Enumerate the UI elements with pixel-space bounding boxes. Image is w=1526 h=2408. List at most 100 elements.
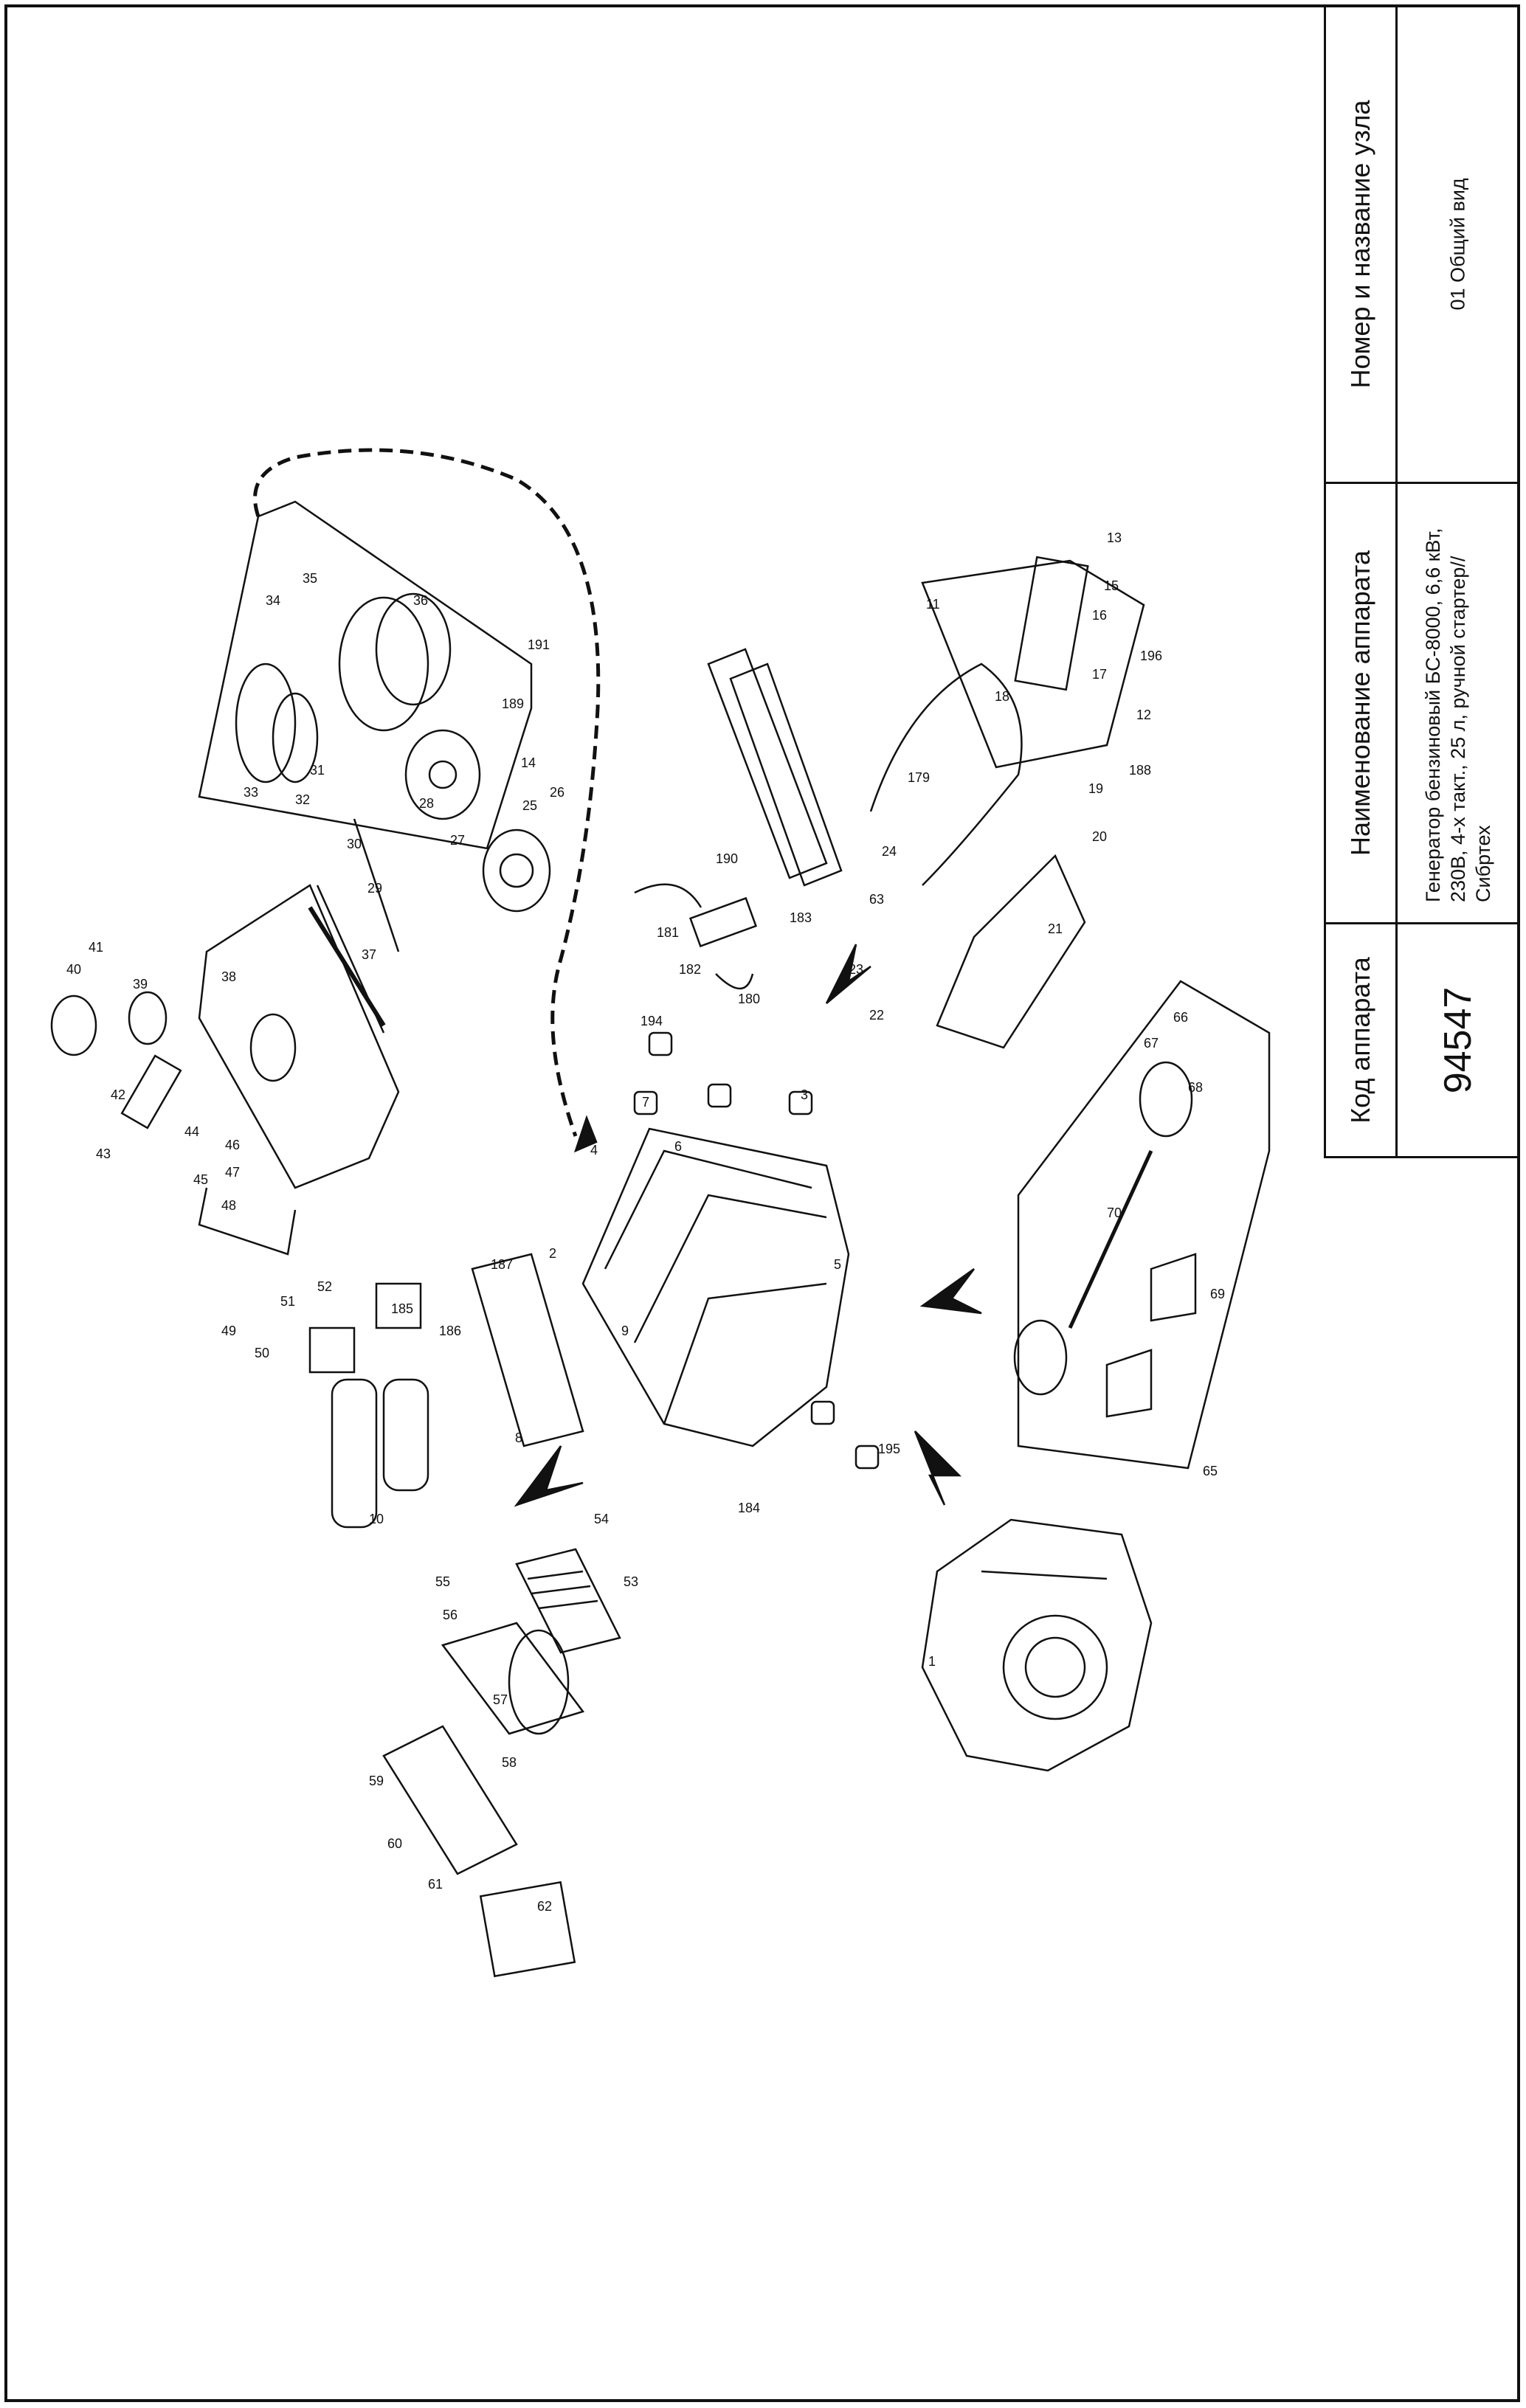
callout: 26 (550, 785, 565, 800)
arrow-from-control-panel (825, 944, 871, 1004)
fuel-cap-part (50, 991, 168, 1056)
wheel-bracket-part (1105, 1253, 1197, 1418)
frame-part (581, 1127, 850, 1447)
callout: 55 (435, 1574, 450, 1589)
callout: 47 (225, 1165, 240, 1180)
callout: 27 (450, 833, 465, 848)
callout: 7 (642, 1095, 649, 1110)
top-cover-part (729, 662, 843, 887)
callout: 18 (995, 689, 1009, 704)
callout: 67 (1144, 1036, 1159, 1051)
callout: 30 (347, 837, 362, 851)
callout: 180 (738, 992, 760, 1006)
callout: 36 (413, 593, 428, 608)
callout: 46 (225, 1138, 240, 1152)
callout: 5 (834, 1257, 841, 1272)
callout: 32 (295, 792, 310, 807)
callout: 2 (549, 1246, 556, 1261)
callout: 24 (882, 844, 897, 859)
callout: 53 (624, 1574, 638, 1589)
callout: 20 (1092, 829, 1107, 844)
callout: 186 (439, 1324, 461, 1338)
callout: 28 (419, 796, 434, 811)
tie-bolt (353, 818, 400, 952)
rear-cover-part (482, 828, 551, 913)
stator-part (338, 592, 452, 732)
callout: 189 (502, 696, 524, 711)
callout: 66 (1173, 1010, 1188, 1025)
header-apparatus-name: Наименование аппарата (1345, 550, 1375, 856)
header-cell-code: Код аппарата (1324, 922, 1398, 1158)
muffler-guard-part (515, 1548, 621, 1654)
fuel-hose-group-outline (198, 1187, 297, 1256)
callout: 3 (801, 1087, 808, 1102)
callout: 22 (869, 1008, 884, 1023)
mount-part (633, 1031, 880, 1470)
callout: 62 (537, 1899, 552, 1914)
callout: 34 (266, 593, 280, 608)
callout: 40 (66, 962, 81, 977)
callout: 59 (369, 1774, 384, 1788)
callout: 14 (521, 755, 536, 770)
callout: 57 (493, 1692, 508, 1707)
cover-plate-part (707, 648, 828, 879)
handle-part (331, 1378, 429, 1529)
value-cell-name: Генератор бензиновый БС-8000, 6,6 кВт, 2… (1395, 482, 1520, 924)
apparatus-code-value: 94547 (1436, 986, 1480, 1094)
callout: 11 (926, 597, 940, 612)
tank-strip (308, 906, 386, 1027)
callout: 69 (1210, 1287, 1225, 1301)
callout: 1 (928, 1654, 936, 1669)
callout-labels: 1 2 3 4 5 6 7 8 9 10 11 12 13 14 15 16 1… (66, 530, 1225, 1914)
callout: 23 (849, 962, 863, 977)
title-block: Номер и название узла Наименование аппар… (1324, 4, 1520, 1158)
callout: 181 (657, 925, 679, 940)
callout: 37 (362, 947, 376, 962)
callout: 70 (1107, 1205, 1122, 1220)
callout: 44 (184, 1124, 199, 1139)
exhaust-cover-part (479, 1881, 576, 1978)
rotor-part (235, 662, 319, 783)
dashed-guide-line (253, 448, 601, 1137)
fuel-line-part (634, 883, 754, 990)
callout: 187 (491, 1257, 513, 1272)
arrow-to-frame-top (573, 1115, 598, 1153)
arrow-to-frame-bottom (914, 1430, 962, 1506)
callout: 35 (303, 571, 317, 586)
callout: 38 (221, 969, 236, 984)
callout: 12 (1136, 707, 1151, 722)
callout: 188 (1129, 763, 1151, 778)
value-cell-unit: 01 Общий вид (1395, 4, 1520, 484)
header-apparatus-code: Код аппарата (1345, 957, 1375, 1124)
callout: 52 (317, 1279, 332, 1294)
callout: 58 (502, 1755, 517, 1770)
callout: 42 (111, 1087, 125, 1102)
muffler-part (441, 1622, 585, 1735)
callout: 50 (255, 1346, 269, 1360)
callout: 191 (528, 637, 550, 652)
callout: 48 (221, 1198, 236, 1213)
callout: 31 (310, 763, 325, 778)
callout: 185 (391, 1301, 413, 1316)
callout: 9 (621, 1324, 629, 1338)
callout: 179 (908, 770, 930, 785)
callout: 68 (1188, 1080, 1203, 1095)
wheel-kit-outline (1017, 980, 1271, 1470)
header-unit-name: Номер и название узла (1345, 100, 1375, 389)
panel-bracket-part (688, 896, 758, 948)
callout: 39 (133, 977, 148, 992)
arrow-to-frame-left (514, 1445, 584, 1507)
callout: 183 (790, 910, 812, 925)
arrow-to-frame-right (919, 1267, 982, 1315)
callout: 196 (1140, 648, 1162, 663)
callout: 6 (674, 1139, 682, 1154)
callout: 45 (193, 1172, 208, 1187)
callout: 194 (641, 1014, 663, 1028)
alternator-group-outline (198, 500, 533, 850)
wiring-harness-part (869, 662, 1023, 886)
callout: 43 (96, 1146, 111, 1161)
callout: 19 (1088, 781, 1103, 796)
callout: 49 (221, 1324, 236, 1338)
callout: 41 (89, 940, 103, 955)
